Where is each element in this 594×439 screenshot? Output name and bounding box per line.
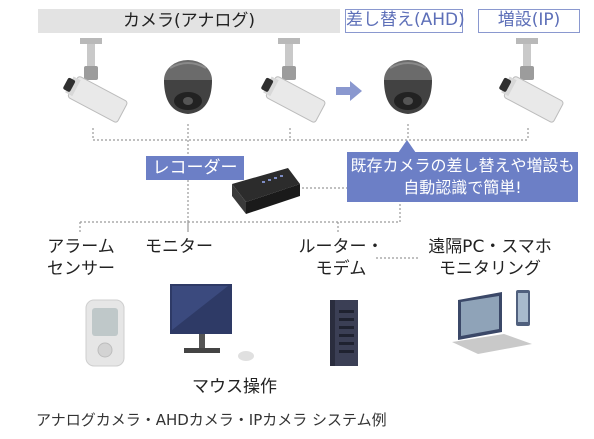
router-label-line-1: ルーター・ xyxy=(298,237,384,257)
laptop-smartphone-device xyxy=(452,290,532,354)
mouse-operation-label: マウス操作 xyxy=(192,377,277,397)
ip-addition-header: 増設(IP) xyxy=(478,9,580,33)
callout-tail xyxy=(398,140,416,153)
alarm-label-line-1: アラーム xyxy=(47,237,115,257)
analog-camera-header: カメラ(アナログ) xyxy=(38,9,340,33)
replace-arrow-icon xyxy=(336,81,362,101)
monitor-device xyxy=(170,284,254,361)
alarm-sensor-label: アラーム センサー xyxy=(36,236,126,280)
recorder-device xyxy=(232,168,300,214)
ip-bullet-camera xyxy=(499,38,564,123)
analog-bullet-camera-1 xyxy=(63,38,128,123)
monitor-label: モニター xyxy=(145,237,213,257)
ahd-replacement-header: 差し替え(AHD) xyxy=(345,9,465,33)
callout-box: 既存カメラの差し替えや増設も 自動認識で簡単! xyxy=(347,152,578,202)
recorder-label: レコーダー xyxy=(146,156,244,180)
alarm-sensor-device xyxy=(85,299,125,367)
router-modem-device xyxy=(330,300,358,366)
callout-line-1: 既存カメラの差し替えや増設も xyxy=(350,156,575,175)
remote-label-line-2: モニタリング xyxy=(439,259,541,279)
router-label-line-2: モデム xyxy=(315,259,367,279)
analog-bullet-camera-2 xyxy=(261,38,326,123)
remote-label-line-1: 遠隔PC・スマホ xyxy=(428,237,552,257)
analog-dome-camera xyxy=(164,60,212,114)
callout-line-2: 自動認識で簡単! xyxy=(403,178,522,197)
figure-caption: アナログカメラ・AHDカメラ・IPカメラ システム例 xyxy=(36,411,387,429)
router-modem-label: ルーター・ モデム xyxy=(296,236,386,280)
ahd-dome-camera xyxy=(384,60,432,114)
remote-monitoring-label: 遠隔PC・スマホ モニタリング xyxy=(420,236,560,280)
alarm-label-line-2: センサー xyxy=(47,259,115,279)
